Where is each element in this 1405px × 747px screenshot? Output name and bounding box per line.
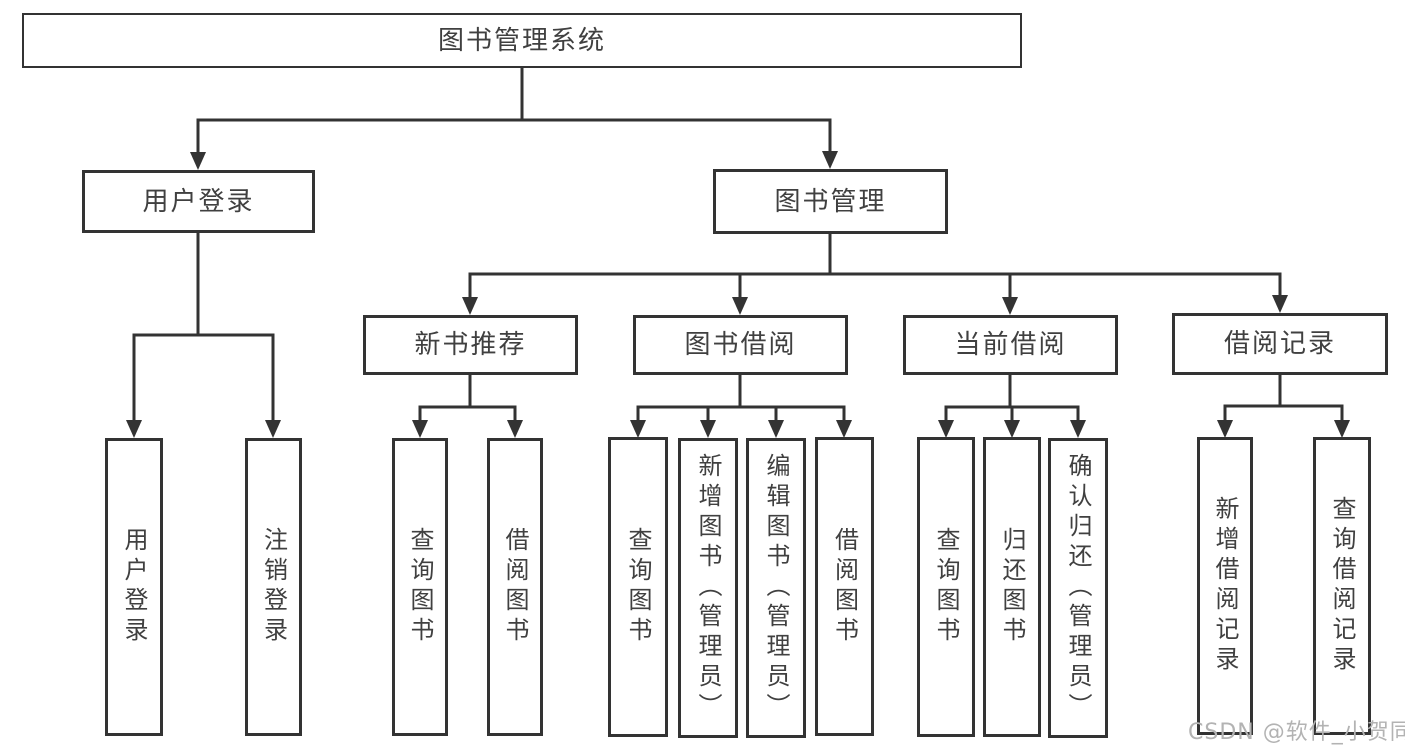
leaf-query-books-borrow-label: 查询图书 — [624, 527, 652, 647]
leaf-return-books-label: 归还图书 — [998, 527, 1026, 647]
node-current-borrow: 当前借阅 — [903, 315, 1118, 375]
node-book-borrow-label: 图书借阅 — [684, 330, 797, 360]
leaf-logout-label: 注销登录 — [259, 527, 288, 647]
node-book-management-label: 图书管理 — [774, 186, 887, 217]
leaf-add-books-admin: 新增图书（管理员） — [678, 438, 738, 738]
leaf-borrow-books-recommend-label: 借阅图书 — [501, 527, 529, 647]
leaf-return-books: 归还图书 — [983, 437, 1041, 737]
leaf-query-books-borrow: 查询图书 — [608, 437, 668, 737]
leaf-borrow-books-recommend: 借阅图书 — [487, 438, 543, 736]
node-book-borrow: 图书借阅 — [633, 315, 848, 375]
csdn-watermark: CSDN @软件_小贺同学 — [1188, 720, 1405, 745]
leaf-edit-books-admin-label: 编辑图书（管理员） — [762, 453, 790, 723]
node-borrow-records: 借阅记录 — [1172, 313, 1388, 375]
node-root-label: 图书管理系统 — [437, 25, 606, 56]
leaf-confirm-return-admin-label: 确认归还（管理员） — [1064, 453, 1092, 723]
node-new-book-recommend: 新书推荐 — [363, 315, 578, 375]
node-user-login: 用户登录 — [82, 170, 315, 233]
leaf-query-books-current: 查询图书 — [917, 437, 975, 737]
node-book-management: 图书管理 — [713, 169, 948, 234]
node-root-system: 图书管理系统 — [22, 13, 1022, 68]
node-new-book-recommend-label: 新书推荐 — [414, 330, 527, 360]
leaf-query-books-current-label: 查询图书 — [932, 527, 960, 647]
leaf-logout: 注销登录 — [245, 438, 302, 736]
leaf-query-books-recommend: 查询图书 — [392, 438, 448, 736]
node-user-login-label: 用户登录 — [142, 186, 255, 217]
leaf-query-borrow-record: 查询借阅记录 — [1313, 437, 1371, 735]
leaf-user-login-label: 用户登录 — [120, 527, 148, 647]
leaf-add-books-admin-label: 新增图书（管理员） — [694, 453, 722, 723]
leaf-add-borrow-record-label: 新增借阅记录 — [1211, 496, 1239, 676]
leaf-confirm-return-admin: 确认归还（管理员） — [1048, 438, 1108, 738]
node-borrow-records-label: 借阅记录 — [1223, 329, 1336, 359]
leaf-add-borrow-record: 新增借阅记录 — [1197, 437, 1253, 735]
leaf-borrow-books-label: 借阅图书 — [830, 526, 859, 647]
leaf-query-books-recommend-label: 查询图书 — [406, 527, 434, 647]
node-current-borrow-label: 当前借阅 — [954, 330, 1067, 360]
leaf-user-login: 用户登录 — [105, 438, 163, 736]
leaf-borrow-books: 借阅图书 — [815, 437, 874, 736]
leaf-edit-books-admin: 编辑图书（管理员） — [746, 438, 806, 738]
leaf-query-borrow-record-label: 查询借阅记录 — [1328, 496, 1356, 676]
